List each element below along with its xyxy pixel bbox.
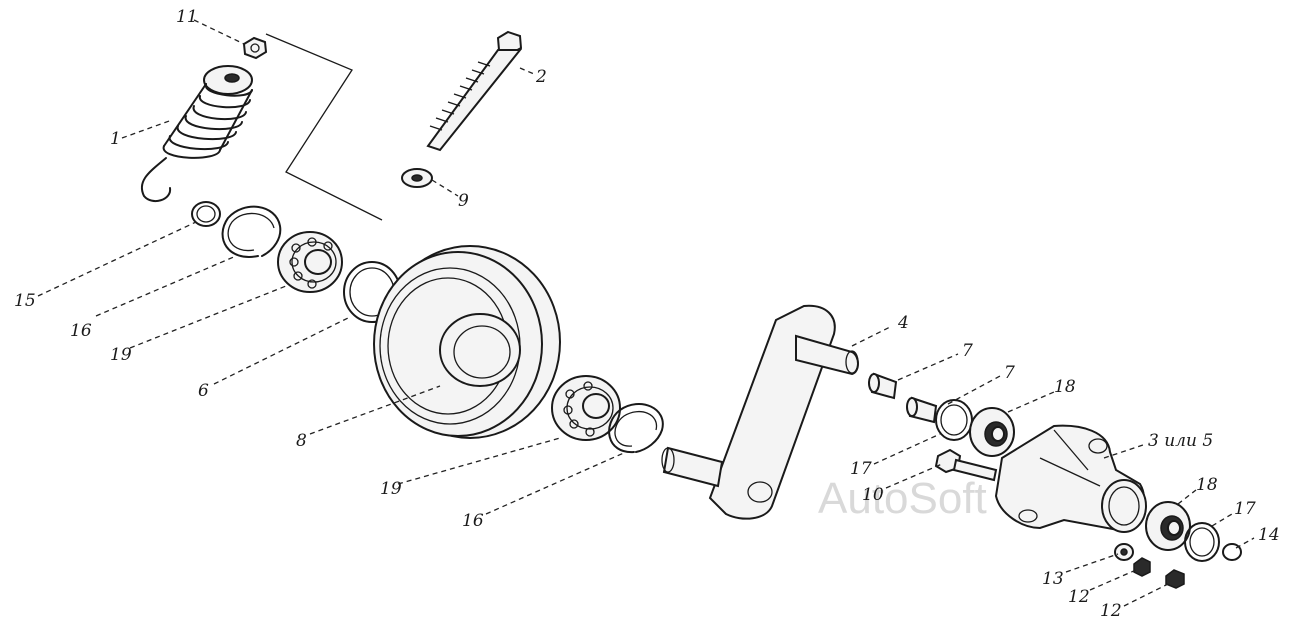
label-16: 16 <box>70 321 92 341</box>
label-17-second: 17 <box>1234 499 1256 519</box>
label-18-second: 18 <box>1196 475 1218 495</box>
part-14-ring <box>1222 543 1242 561</box>
part-13-washer <box>1114 543 1134 561</box>
label-14: 14 <box>1258 525 1280 545</box>
label-13: 13 <box>1042 569 1064 589</box>
label-10: 10 <box>862 485 884 505</box>
part-8-pulley <box>373 245 561 439</box>
part-18-bearing <box>969 407 1015 457</box>
label-18: 18 <box>1054 377 1076 397</box>
part-9-washer <box>401 168 433 188</box>
part-15-ring <box>191 201 221 227</box>
label-19-second: 19 <box>380 479 402 499</box>
label-11: 11 <box>176 7 198 27</box>
part-10-bolt <box>934 448 998 482</box>
part-2-bolt <box>426 30 523 152</box>
part-11-nut <box>242 36 268 60</box>
part-labels: 11 1 2 9 15 16 19 6 8 19 16 4 7 7 18 17 … <box>14 7 1280 621</box>
label-12: 12 <box>1068 587 1090 607</box>
label-16-second: 16 <box>462 511 484 531</box>
label-4: 4 <box>897 313 909 333</box>
label-17: 17 <box>850 459 872 479</box>
label-7: 7 <box>962 341 973 361</box>
label-1: 1 <box>110 129 121 149</box>
part-16-snap-ring <box>221 205 282 258</box>
label-19: 19 <box>110 345 132 365</box>
part-3-or-5-housing <box>994 424 1147 533</box>
leader-lines <box>37 19 1255 607</box>
part-7-bushing-1 <box>868 372 898 400</box>
group-bracket-line <box>265 33 383 221</box>
part-17-ring-2 <box>1184 522 1220 562</box>
label-8: 8 <box>296 431 307 451</box>
label-15: 15 <box>14 291 36 311</box>
part-12-nut-2 <box>1165 569 1185 589</box>
watermark: AutoSoft <box>818 474 987 523</box>
part-7-bushing-2 <box>906 396 938 424</box>
label-3-or-5: 3 или 5 <box>1148 431 1213 451</box>
label-9: 9 <box>458 191 469 211</box>
label-12-second: 12 <box>1100 601 1122 621</box>
part-12-nut <box>1133 557 1151 577</box>
part-17-ring <box>935 399 973 441</box>
label-2: 2 <box>535 67 547 87</box>
label-6: 6 <box>198 381 209 401</box>
part-18-bearing-2 <box>1145 501 1191 551</box>
part-1-spring <box>141 65 253 203</box>
part-4-lever-arm <box>661 304 859 520</box>
part-19-bearing-2 <box>551 375 621 441</box>
part-16-snap-ring-2 <box>608 403 664 454</box>
part-19-bearing <box>277 231 343 293</box>
label-7-second: 7 <box>1004 363 1015 383</box>
